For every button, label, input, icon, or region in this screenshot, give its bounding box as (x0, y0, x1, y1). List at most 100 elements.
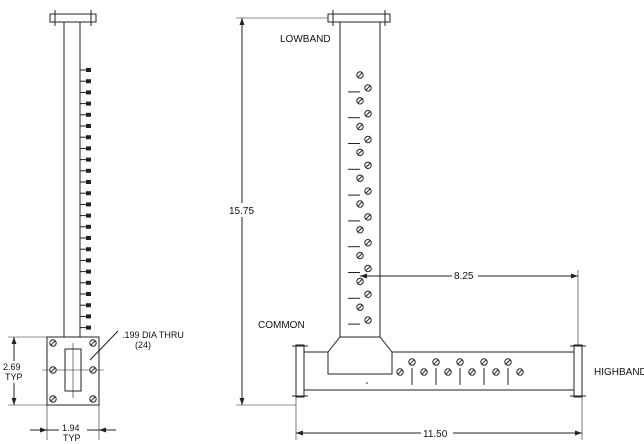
left-screw (80, 90, 91, 95)
horizontal-tuning-screw (420, 368, 428, 376)
dim-flange-width-value: 1.94 (62, 423, 80, 433)
vertical-tuning-screw (356, 71, 364, 79)
tee-transition-block (327, 336, 393, 375)
screw-slot (90, 396, 96, 402)
left-screw-head (86, 202, 91, 207)
vertical-tuning-screw (364, 290, 372, 298)
left-top-flange (49, 13, 97, 23)
screw-slot (365, 188, 371, 194)
left-screw (80, 180, 91, 184)
dim-overall-value: 11.50 (423, 429, 448, 440)
left-screw-head (86, 303, 91, 308)
left-screw-head (86, 180, 91, 184)
left-tuning-screws (80, 68, 91, 330)
left-screw (80, 314, 91, 319)
dim-height-arrow-top (239, 18, 245, 25)
screw-slot (365, 240, 371, 246)
screw-slot (505, 359, 511, 365)
left-screw-head (86, 168, 91, 173)
screw-slot (421, 369, 427, 375)
dim-flange-height-arrow-top (11, 337, 17, 344)
screw-slot (357, 72, 363, 78)
screw-slot (90, 340, 96, 346)
left-screw-head (86, 124, 91, 128)
screw-slot (365, 136, 371, 143)
screw-slot (457, 359, 463, 365)
screw-slot (357, 227, 363, 233)
dim-height-arrow-bottom (239, 398, 245, 405)
screw-slot (433, 359, 439, 365)
hole-note-line1: .199 DIA THRU (122, 330, 184, 340)
screw-slot (357, 252, 363, 259)
screw-slot (365, 265, 371, 272)
right-horizontal-tuning-screws (396, 358, 524, 385)
dim-flange-height-arrow-bottom (11, 398, 17, 405)
left-screw-head (86, 224, 91, 229)
left-screw-head (86, 280, 91, 285)
screw-slot (365, 111, 371, 117)
left-screw (80, 191, 91, 196)
common-label: COMMON (258, 320, 305, 331)
screw-slot (357, 98, 363, 104)
screw-slot (445, 369, 451, 375)
highband-flange (573, 344, 583, 398)
left-screw (80, 224, 91, 229)
dim-branch-arrow-right (571, 273, 578, 279)
left-screw (80, 303, 91, 308)
left-screw-head (86, 269, 91, 274)
right-top-flange (327, 13, 391, 23)
vertical-tuning-screw (364, 135, 372, 144)
dim-flange-width-arrow-right (99, 427, 106, 433)
horizontal-tuning-screw (396, 368, 404, 376)
left-screw (80, 325, 91, 330)
dim-flange-height-bg (2, 361, 26, 383)
left-screw (80, 269, 91, 274)
left-screw-head (86, 236, 91, 240)
screw-slot (397, 369, 403, 375)
vertical-tuning-screw (356, 200, 364, 208)
vertical-tuning-screw (364, 264, 372, 273)
screw-slot (481, 359, 487, 365)
screw-slot (469, 369, 475, 375)
screw-slot (357, 278, 363, 285)
vertical-tuning-screw (364, 213, 372, 221)
left-flange-holes (49, 339, 97, 403)
vertical-tuning-screw (364, 110, 372, 118)
left-screw-head (86, 101, 91, 106)
flange-hole (49, 339, 57, 347)
dim-branch-value: 8.25 (454, 271, 474, 282)
vertical-tuning-screw (356, 122, 364, 131)
dim-branch-bg (452, 268, 478, 281)
hole-note-line2: (24) (135, 340, 151, 350)
vertical-tuning-screw (356, 97, 364, 105)
left-screw (80, 112, 91, 117)
screw-slot (357, 304, 363, 310)
screw-slot (357, 149, 363, 156)
left-screw-head (86, 157, 91, 162)
left-screw-head (86, 258, 91, 263)
screw-slot (90, 367, 96, 373)
left-screw (80, 157, 91, 162)
vertical-tuning-screw (356, 174, 364, 182)
left-screw-head (86, 191, 91, 196)
dim-flange-width-bg (59, 422, 87, 444)
left-screw-head (86, 213, 91, 218)
screw-slot (517, 369, 523, 375)
left-screw-head (86, 146, 91, 151)
flange-hole (49, 366, 57, 374)
vertical-tuning-screw (356, 251, 364, 260)
horizontal-tuning-screw (444, 368, 452, 376)
left-screw-head (86, 112, 91, 117)
screw-slot (409, 359, 415, 365)
vertical-tuning-screw (356, 303, 364, 311)
vertical-tuning-screw (364, 187, 372, 195)
flange-hole (89, 339, 97, 347)
left-screw-head (86, 79, 91, 84)
left-side-view: .199 DIA THRU (24) 2.69 TYP 1.94 TYP (2, 10, 184, 444)
left-screw-head (86, 247, 91, 252)
left-screw-head (86, 325, 91, 330)
horizontal-tuning-screw (468, 368, 476, 376)
left-screw (80, 213, 91, 218)
